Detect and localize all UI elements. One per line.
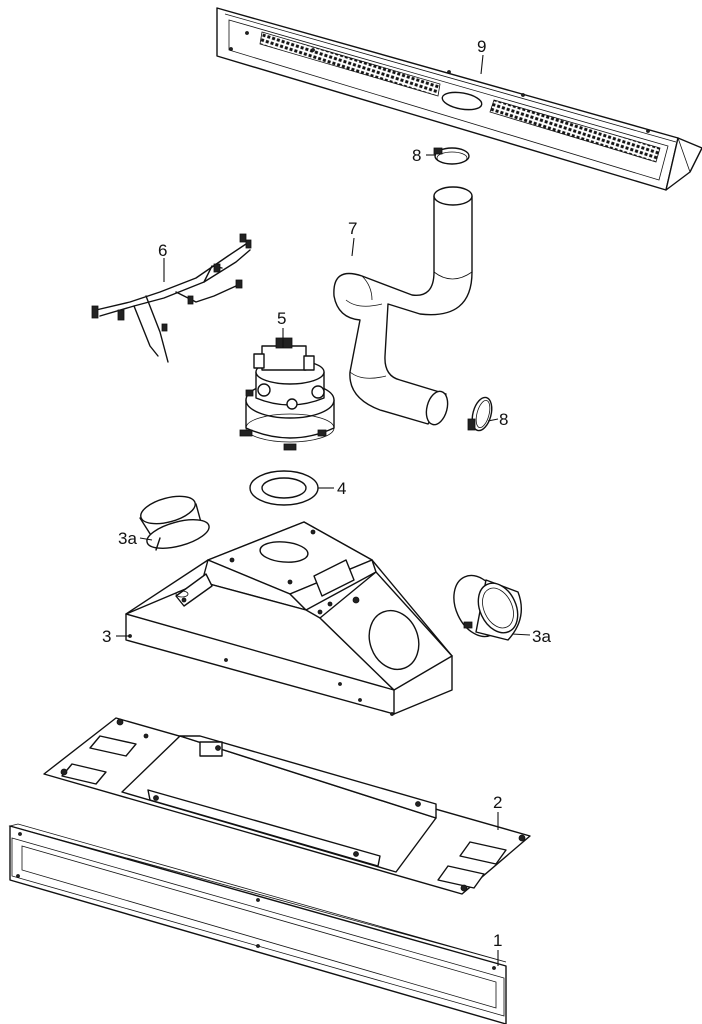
label-part-3a-right: 3a <box>532 627 551 646</box>
label-part-4: 4 <box>337 479 346 498</box>
label-part-1: 1 <box>493 931 502 950</box>
label-part-7: 7 <box>348 219 357 238</box>
label-part-3: 3 <box>102 627 111 646</box>
part-1-front-trim <box>8 823 507 1024</box>
part-5-blower-motor <box>239 337 335 451</box>
label-part-9: 9 <box>477 37 486 56</box>
label-part-2: 2 <box>493 793 502 812</box>
part-8-hose-clamp-top <box>433 147 470 165</box>
label-part-3a-left: 3a <box>118 529 137 548</box>
label-part-8-right: 8 <box>499 410 508 429</box>
part-labels: 9 8 7 6 5 8 4 3a 3 3a 2 1 <box>102 37 551 950</box>
part-9-vent-grille <box>216 7 702 191</box>
part-6-wiring-harness <box>91 233 252 363</box>
part-3-blower-housing <box>125 521 454 716</box>
part-7-elbow-duct <box>333 186 473 426</box>
part-4-gasket <box>249 470 319 506</box>
label-part-5: 5 <box>277 309 286 328</box>
part-3a-duct-collar-right <box>453 574 522 641</box>
label-part-6: 6 <box>158 241 167 260</box>
label-part-8-top: 8 <box>412 146 421 165</box>
leader-lines <box>116 54 531 966</box>
part-3a-duct-collar-left <box>139 495 210 551</box>
part-8-hose-clamp-right <box>467 396 493 432</box>
part-2-mounting-plate <box>43 717 531 895</box>
